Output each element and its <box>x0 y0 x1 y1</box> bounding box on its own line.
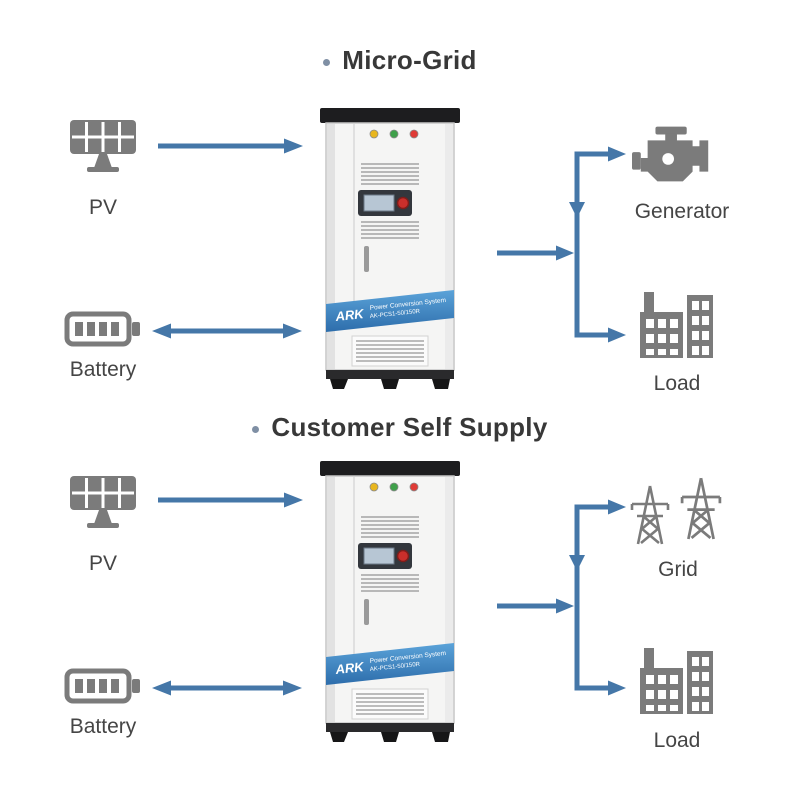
indicator-light-yellow <box>369 482 379 492</box>
bottom-vent-grille <box>356 340 424 362</box>
battery-label: Battery <box>69 715 137 738</box>
section-title-text: Micro-Grid <box>342 45 477 75</box>
load-label: Load <box>653 729 701 752</box>
pv-label: PV <box>88 552 117 575</box>
solar-panel-icon <box>70 476 136 528</box>
arrow-pv-to-pcs <box>158 138 303 154</box>
transmission-tower-icon <box>630 477 722 545</box>
output-bus-connector <box>497 146 626 343</box>
title-bullet <box>252 425 260 433</box>
arrow-battery-pcs-bidirectional <box>152 680 302 696</box>
solar-panel-icon <box>70 120 136 172</box>
cabinet-base <box>326 723 454 732</box>
battery-label: Battery <box>69 358 137 381</box>
brand-logo: ARK <box>334 659 366 677</box>
battery-icon <box>64 668 140 704</box>
upper-vent-grille <box>361 163 419 185</box>
upper-vent-grille <box>361 516 419 538</box>
brand-stripe <box>326 643 454 685</box>
brand-logo: ARK <box>334 306 366 324</box>
door-handle <box>364 599 369 625</box>
factory-building-icon <box>640 292 713 358</box>
indicator-light-green <box>389 129 399 139</box>
arrow-pv-to-pcs <box>158 492 303 508</box>
indicator-light-red <box>409 129 419 139</box>
bottom-vent-grille <box>356 693 424 715</box>
pcs-cabinet: ARK Power Conversion System AK-PCS1-50/1… <box>320 461 460 742</box>
indicator-light-yellow <box>369 129 379 139</box>
grid-label: Grid <box>658 558 698 581</box>
emergency-stop-button <box>396 549 410 563</box>
factory-building-icon <box>640 648 713 714</box>
cabinet-top-cap <box>320 461 460 476</box>
arrow-battery-pcs-bidirectional <box>152 323 302 339</box>
cabinet-top-cap <box>320 108 460 123</box>
pcs-cabinet: ARK Power Conversion System AK-PCS1-50/1… <box>320 108 460 389</box>
output-bus-connector <box>497 499 626 696</box>
section-title-customer-self-supply: Customer Self Supply <box>0 412 800 443</box>
generator-label: Generator <box>634 200 730 223</box>
load-label: Load <box>653 372 701 395</box>
emergency-stop-button <box>396 196 410 210</box>
section-title-micro-grid: Micro-Grid <box>0 45 800 76</box>
mid-vent-grille <box>361 221 419 239</box>
pv-label: PV <box>88 196 117 219</box>
title-bullet <box>323 58 331 66</box>
indicator-light-green <box>389 482 399 492</box>
engine-icon <box>632 126 709 182</box>
mid-vent-grille <box>361 574 419 592</box>
section-title-text: Customer Self Supply <box>271 412 548 442</box>
door-handle <box>364 246 369 272</box>
cabinet-base <box>326 370 454 379</box>
battery-icon <box>64 311 140 347</box>
brand-stripe <box>326 290 454 332</box>
stripe-line2: AK-PCS1-50/150R <box>370 309 421 320</box>
stripe-line2: AK-PCS1-50/150R <box>370 662 421 673</box>
indicator-light-red <box>409 482 419 492</box>
